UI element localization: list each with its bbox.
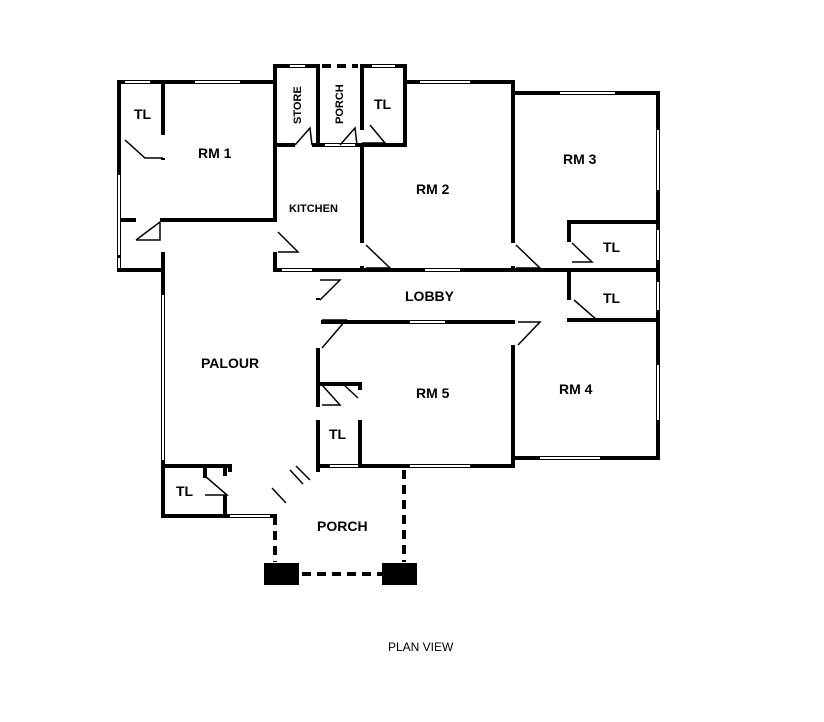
label-tl-palour: TL bbox=[176, 483, 194, 499]
windows bbox=[118, 65, 659, 517]
porch-pillar-left bbox=[264, 563, 299, 585]
label-rm1: RM 1 bbox=[198, 145, 232, 161]
label-porch-small: PORCH bbox=[334, 84, 346, 124]
label-store: STORE bbox=[292, 86, 304, 124]
label-tl-rm1: TL bbox=[134, 106, 152, 122]
label-rm5: RM 5 bbox=[416, 385, 450, 401]
label-kitchen: KITCHEN bbox=[289, 203, 338, 215]
room-labels: RM 1 RM 2 RM 3 RM 4 RM 5 KITCHEN STORE P… bbox=[134, 84, 621, 534]
door-leaves bbox=[124, 124, 600, 504]
door-openings bbox=[136, 130, 572, 503]
label-rm3: RM 3 bbox=[563, 151, 597, 167]
label-tl-rm3: TL bbox=[603, 239, 621, 255]
label-rm4: RM 4 bbox=[559, 381, 593, 397]
porch-pillar-right bbox=[382, 563, 417, 585]
walls bbox=[117, 64, 660, 518]
label-tl-rm2: TL bbox=[374, 96, 392, 112]
label-porch-main: PORCH bbox=[317, 518, 368, 534]
label-lobby: LOBBY bbox=[405, 288, 455, 304]
label-palour: PALOUR bbox=[201, 355, 259, 371]
label-rm2: RM 2 bbox=[416, 181, 450, 197]
label-tl-rm4: TL bbox=[603, 290, 621, 306]
porch-structure bbox=[264, 64, 417, 585]
label-tl-rm5: TL bbox=[329, 426, 347, 442]
plan-caption: PLAN VIEW bbox=[388, 640, 454, 654]
